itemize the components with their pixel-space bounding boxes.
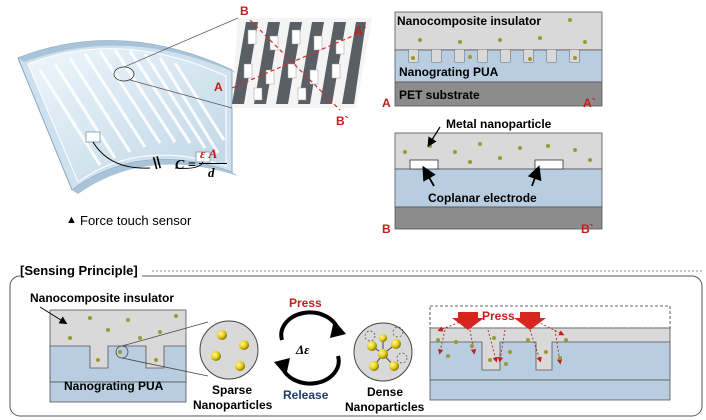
bb-end-right: B` xyxy=(581,222,594,236)
press-release-cycle-arrows xyxy=(274,310,346,386)
release-label: Release xyxy=(283,388,329,402)
zoomed-grating-illustration xyxy=(231,18,372,111)
aa-end-left: A xyxy=(382,96,391,110)
flexible-sensor-illustration xyxy=(17,17,239,194)
section-bb-illustration xyxy=(394,126,603,230)
zoom-label-b: B xyxy=(240,4,249,18)
aa-insulator-label: Nanocomposite insulator xyxy=(397,14,542,28)
sparse-nanoparticles-zoom xyxy=(199,320,259,380)
zoom-label-b-prime: B` xyxy=(336,114,349,128)
formula-denominator: d xyxy=(208,165,215,180)
principle-heading: [Sensing Principle] xyxy=(20,263,142,278)
section-aa-illustration xyxy=(394,11,603,107)
dense-section-illustration xyxy=(429,305,671,401)
aa-grating-label: Nanograting PUA xyxy=(399,65,499,79)
bb-electrode-label: Coplanar electrode xyxy=(428,191,537,205)
principle-insulator-label: Nanocomposite insulator xyxy=(30,291,175,305)
formula-fraction-bar xyxy=(199,163,227,164)
sparse-label: Sparse xyxy=(212,383,253,397)
press-right-label: Press xyxy=(482,309,515,323)
principle-grating-label: Nanograting PUA xyxy=(64,379,164,393)
bb-particle-label: Metal nanoparticle xyxy=(446,117,552,131)
sensor-caption: Force touch sensor xyxy=(80,213,192,228)
sparse-section-illustration xyxy=(39,306,209,403)
sparse-label-2: Nanoparticles xyxy=(193,398,273,412)
dense-label: Dense xyxy=(367,385,404,399)
dense-label-2: Nanoparticles xyxy=(345,400,425,414)
bb-end-left: B xyxy=(382,222,391,236)
delta-epsilon: Δε xyxy=(296,342,310,357)
zoom-label-a: A xyxy=(214,80,223,94)
zoom-label-a-prime: A` xyxy=(354,24,367,38)
aa-end-right: A` xyxy=(583,96,596,110)
aa-substrate-label: PET substrate xyxy=(399,88,480,102)
sensor-caption-marker: ▲ xyxy=(66,214,77,226)
formula-lhs: C = xyxy=(175,158,196,173)
formula-numerator: ε A xyxy=(200,146,218,161)
dense-nanoparticles-zoom xyxy=(353,322,413,382)
press-label: Press xyxy=(289,296,322,310)
